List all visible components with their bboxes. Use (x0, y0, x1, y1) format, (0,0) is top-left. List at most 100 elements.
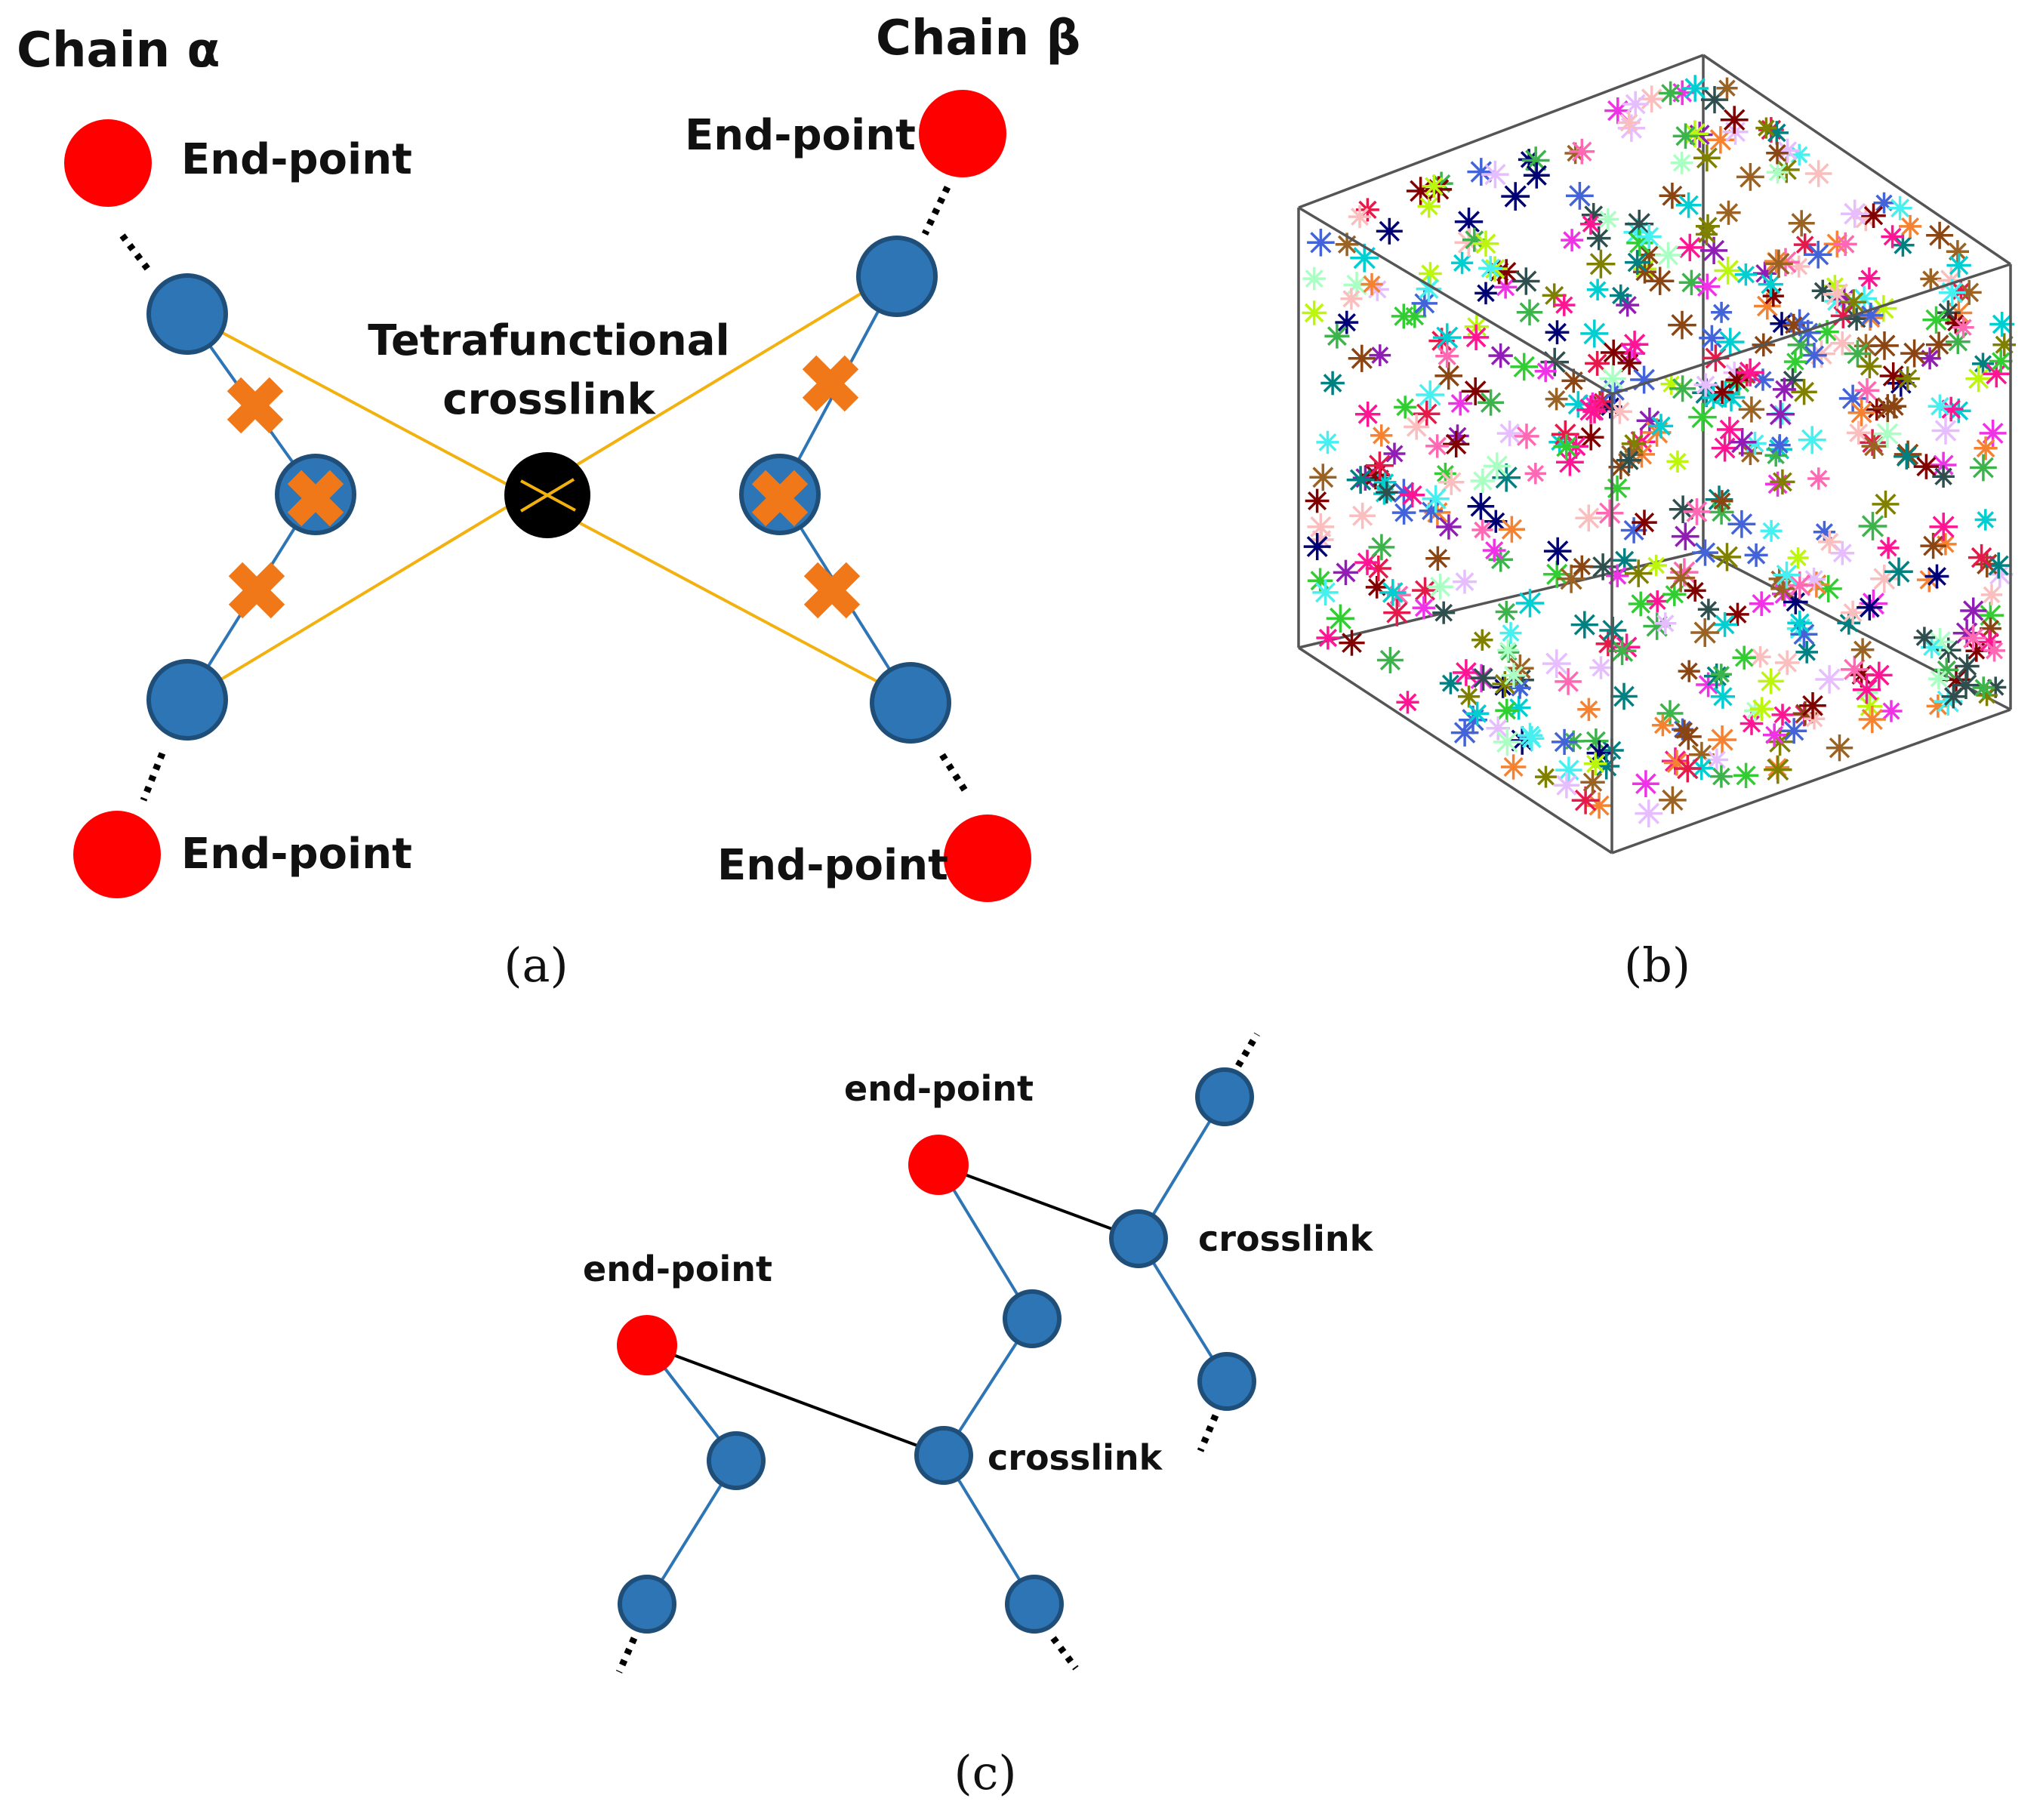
broken-bond-x-icon (751, 470, 809, 527)
particle-asterisk-icon (1877, 537, 1900, 559)
particle-asterisk-icon (1804, 240, 1832, 269)
particle-asterisk-icon (1580, 769, 1605, 795)
particle-asterisk-icon (1801, 342, 1827, 368)
particle-asterisk-icon (1589, 656, 1613, 679)
particle-asterisk-icon (1369, 344, 1391, 367)
particle-asterisk-icon (1645, 554, 1667, 577)
particle-asterisk-icon (1872, 490, 1900, 518)
particle-asterisk-icon (1576, 395, 1605, 424)
particle-asterisk-icon (1483, 452, 1511, 480)
particle-asterisk-icon (1457, 685, 1481, 708)
particle-asterisk-icon (1419, 499, 1444, 523)
particle-asterisk-icon (1360, 273, 1383, 296)
particle-asterisk-icon (1462, 324, 1490, 350)
particle-asterisk-icon (1881, 225, 1904, 248)
particle-asterisk-icon (1992, 333, 2016, 357)
particle-asterisk-icon (1316, 626, 1340, 650)
particle-asterisk-icon (1577, 423, 1604, 451)
particle-asterisk-icon (1711, 301, 1733, 323)
particle-asterisk-icon (1565, 181, 1594, 210)
chain-alpha-bead (146, 273, 228, 355)
particle-asterisk-icon (1764, 444, 1787, 467)
panel-a-caption: (a) (504, 938, 568, 993)
particle-asterisk-icon (1841, 600, 1866, 625)
particle-asterisk-icon (1383, 442, 1406, 465)
particle-asterisk-icon (1927, 668, 1949, 690)
particle-asterisk-icon (1838, 384, 1867, 413)
particle-asterisk-icon (1841, 289, 1867, 316)
particle-asterisk-icon (1470, 665, 1496, 691)
particle-asterisk-icon (1857, 354, 1882, 379)
particle-asterisk-icon (1436, 514, 1462, 540)
particle-asterisk-icon (1826, 734, 1853, 762)
particle-asterisk-icon (1921, 636, 1943, 659)
particle-asterisk-icon (1926, 221, 1954, 249)
particle-asterisk-icon (1894, 443, 1920, 470)
particle-asterisk-icon (1989, 350, 2013, 373)
particle-asterisk-icon (1712, 543, 1742, 571)
particle-asterisk-icon (1738, 396, 1765, 423)
particle-asterisk-icon (1599, 365, 1626, 393)
particle-asterisk-icon (1645, 266, 1675, 295)
particle-asterisk-icon (1553, 433, 1579, 460)
particle-asterisk-icon (1471, 629, 1493, 651)
particle-asterisk-icon (1606, 564, 1629, 587)
chain-bead (1003, 1289, 1062, 1348)
particle-asterisk-icon (1586, 279, 1609, 301)
particle-asterisk-icon (1696, 214, 1720, 239)
particle-asterisk-icon (1443, 430, 1470, 458)
particle-asterisk-icon (1595, 499, 1624, 527)
particle-asterisk-icon (1766, 141, 1789, 165)
particle-asterisk-icon (1983, 639, 2006, 662)
particle-asterisk-icon (1736, 162, 1764, 191)
particle-asterisk-icon (1635, 799, 1663, 827)
particle-asterisk-icon (1435, 344, 1459, 368)
end-point-node (919, 90, 1006, 177)
particle-asterisk-icon (1555, 668, 1582, 695)
particle-asterisk-icon (1811, 279, 1834, 302)
panel-a: Chain α Chain β End-point End-point End-… (17, 11, 1080, 993)
particle-asterisk-icon (1690, 756, 1714, 781)
particle-asterisk-icon (1651, 714, 1674, 737)
chain-continuation-dots (140, 752, 166, 802)
particle-asterisk-icon (1887, 196, 1912, 220)
particle-asterisk-icon (1858, 705, 1886, 734)
particle-asterisk-icon (1438, 469, 1465, 495)
chain-continuation-dots (921, 186, 951, 236)
particle-asterisk-icon (1749, 697, 1774, 721)
particle-asterisk-icon (1448, 391, 1473, 416)
particle-asterisk-icon (1920, 268, 1942, 290)
particle-asterisk-icon (1782, 313, 1805, 337)
particle-asterisk-icon (1969, 454, 1997, 482)
particle-asterisk-icon (1579, 213, 1601, 235)
particle-asterisk-icon (1636, 224, 1662, 249)
particle-asterisk-icon (1873, 394, 1902, 423)
crosslink-bead (914, 1426, 973, 1485)
particle-asterisk-icon (1857, 694, 1883, 719)
particle-asterisk-icon (1478, 256, 1503, 281)
particle-asterisk-icon (1422, 485, 1450, 513)
particle-asterisk-icon (1585, 350, 1610, 376)
particle-asterisk-icon (1841, 655, 1869, 684)
particle-asterisk-icon (1980, 584, 2003, 606)
particle-asterisk-icon (1575, 504, 1603, 532)
chain-continuation-dots (939, 753, 969, 795)
particle-asterisk-icon (1339, 630, 1365, 656)
end-point-node (73, 811, 161, 898)
particle-asterisk-icon (1340, 288, 1363, 310)
particle-asterisk-icon (1512, 267, 1540, 295)
particle-asterisk-icon (1727, 510, 1756, 538)
particle-asterisk-icon (1669, 375, 1696, 402)
particle-asterisk-icon (1709, 765, 1733, 788)
particle-asterisk-icon (1365, 576, 1388, 599)
particle-asterisk-icon (1972, 353, 1994, 375)
particle-asterisk-icon (1678, 269, 1705, 295)
particle-asterisk-icon (1453, 659, 1480, 686)
particle-asterisk-icon (1934, 533, 1957, 556)
particle-asterisk-icon (1684, 579, 1706, 602)
particle-asterisk-icon (1712, 612, 1738, 637)
panel-b: (b) (1297, 54, 2016, 993)
chain-continuation-dots (119, 233, 154, 276)
particle-asterisk-icon (1672, 123, 1699, 149)
particle-asterisk-icon (1517, 722, 1543, 748)
